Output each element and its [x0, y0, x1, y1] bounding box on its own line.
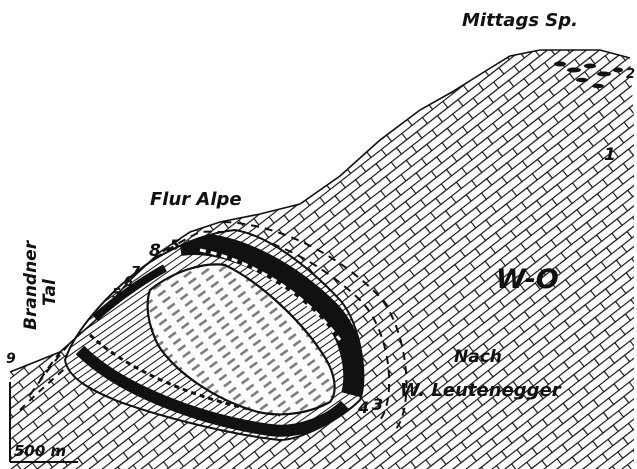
layer-number-5-left: 5 [112, 287, 121, 302]
brandner-label: Brandner [21, 239, 41, 330]
layer-number-8: 8 [149, 241, 161, 261]
layer-number-1: 1 [604, 145, 616, 165]
direction-label: W-O [496, 264, 559, 295]
flur-alpe-label: Flur Alpe [150, 189, 242, 210]
mittags-spitze-label: Mittags Sp. [462, 10, 578, 31]
layer-number-3: 3 [372, 395, 383, 414]
layer-number-5-upper: 5 [170, 238, 180, 254]
layer-number-4: 4 [357, 398, 369, 417]
source-nach-label: Nach [454, 347, 502, 367]
layer-number-9: 9 [6, 351, 16, 367]
source-author-label: W. Leutenegger [400, 380, 562, 401]
layer-number-2: 2 [626, 67, 635, 82]
scale-label: 500 m [14, 442, 66, 460]
layer-number-6: 6 [124, 275, 133, 290]
tal-label: Tal [40, 278, 60, 306]
